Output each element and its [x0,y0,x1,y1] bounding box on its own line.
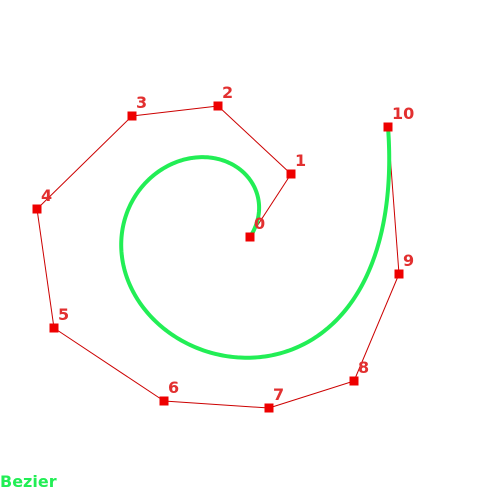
polygon-segment-6 [163,400,270,409]
control-point-5[interactable] [49,323,59,333]
control-point-6[interactable] [159,396,169,406]
control-polygon [36,105,400,409]
control-point-label-9: 9 [403,251,414,270]
control-point-9[interactable] [394,269,404,279]
polygon-segment-5 [53,327,165,402]
polygon-segment-3 [36,115,133,210]
control-point-0[interactable] [245,232,255,242]
control-point-label-3: 3 [136,93,147,112]
control-point-label-6: 6 [168,378,179,397]
control-point-label-8: 8 [358,358,369,377]
control-point-labels: 0 1 2 3 4 5 6 7 8 9 10 [41,83,414,404]
control-point-label-4: 4 [41,186,52,205]
control-point-label-0: 0 [254,214,265,233]
control-point-label-10: 10 [392,104,414,123]
control-points [32,101,404,413]
control-point-10[interactable] [383,122,393,132]
polygon-segment-2 [131,105,219,117]
polygon-segment-7 [268,380,355,409]
control-point-4[interactable] [32,204,42,214]
caption-label: Bezier [0,472,57,491]
control-point-label-5: 5 [58,305,69,324]
control-point-label-1: 1 [295,151,306,170]
control-point-label-7: 7 [273,385,284,404]
control-point-label-2: 2 [222,83,233,102]
bezier-curve [119,125,392,360]
control-point-7[interactable] [264,403,274,413]
control-point-3[interactable] [127,111,137,121]
polygon-segment-1 [217,105,292,175]
bezier-curve-group [119,125,392,360]
control-point-2[interactable] [213,101,223,111]
control-point-8[interactable] [349,376,359,386]
polygon-segment-8 [353,273,400,382]
polygon-segment-4 [36,208,55,329]
control-point-1[interactable] [286,169,296,179]
